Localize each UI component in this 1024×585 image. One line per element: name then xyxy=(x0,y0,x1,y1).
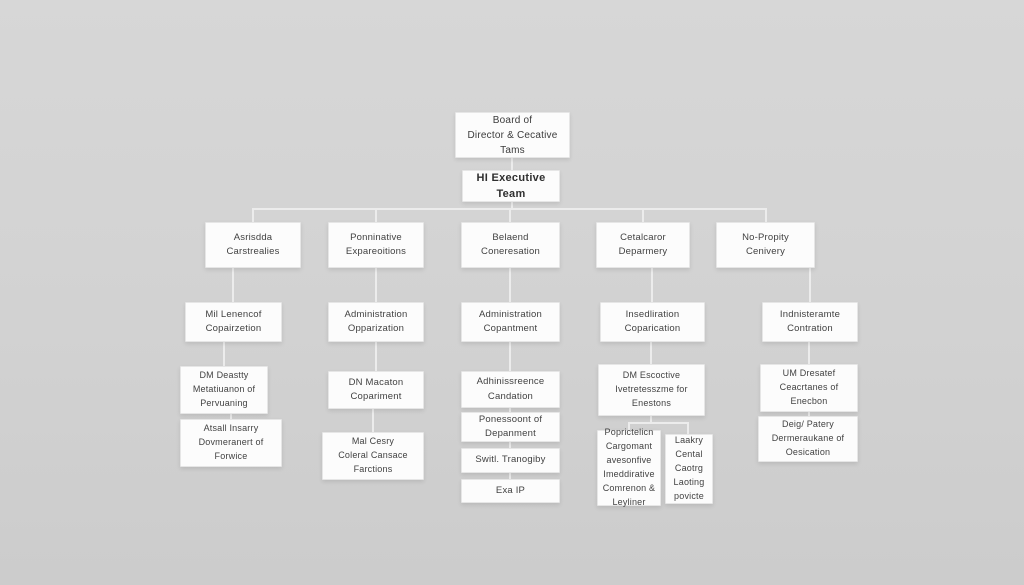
org-node-row3-4: Cetalcaror Deparmery xyxy=(596,222,690,268)
org-node-row3-3: Belaend Coneresation xyxy=(461,222,560,268)
connector-line xyxy=(252,208,254,222)
org-node-label: DM Deastty Metatiuanon of Pervuaning xyxy=(192,370,256,408)
org-node-label: Exa IP xyxy=(495,484,526,496)
connector-line xyxy=(687,422,689,434)
connector-line xyxy=(809,268,811,302)
org-node-label: Mil Lenencof Copairzetion xyxy=(205,308,262,334)
org-node-label: Insedliration Coparication xyxy=(624,308,681,334)
connector-line xyxy=(509,473,511,479)
org-node-label: Adhinissreence Candation xyxy=(476,376,545,402)
connector-line xyxy=(650,416,652,423)
connector-line xyxy=(509,342,511,371)
connector-line xyxy=(375,208,377,222)
connector-line xyxy=(628,422,689,424)
connector-line xyxy=(628,422,630,430)
org-node-label: No-Propity Cenivery xyxy=(742,231,789,257)
org-node-row5-5: UM Dresatef Ceacrtanes of Enecbon xyxy=(760,364,858,412)
connector-line xyxy=(372,409,374,432)
org-node-row4-5: Indnisteramte Contration xyxy=(762,302,858,342)
org-node-row4-1: Mil Lenencof Copairzetion xyxy=(185,302,282,342)
connector-line xyxy=(650,342,652,364)
connector-line xyxy=(511,202,513,210)
org-node-row7-2: Exa IP xyxy=(461,479,560,503)
org-node-executive-team: HI Executive Team xyxy=(462,170,560,202)
org-node-row6-6: Deig/ Patery Dermeraukane of Oesication xyxy=(758,416,858,462)
org-node-row5-3: Adhinissreence Candation xyxy=(461,371,560,408)
org-node-row4-2: Administration Opparization xyxy=(328,302,424,342)
connector-line xyxy=(642,208,644,222)
connector-line xyxy=(223,342,225,366)
org-node-label: Cetalcaror Deparmery xyxy=(618,231,668,257)
connector-line xyxy=(509,442,511,448)
org-node-label: Mal Cesry Coleral Cansace Farctions xyxy=(338,436,408,474)
org-node-row4-3: Administration Copantment xyxy=(461,302,560,342)
org-node-label: Board of Director & Cecative Tams xyxy=(467,114,558,156)
org-node-label: UM Dresatef Ceacrtanes of Enecbon xyxy=(779,368,839,406)
org-node-row6-1: Atsall Insarry Dovmeranert of Forwice xyxy=(180,419,282,467)
connector-line xyxy=(509,408,511,412)
org-node-row6-3: Ponessoont of Depanment xyxy=(461,412,560,442)
org-node-label: Ponessoont of Depanment xyxy=(478,413,543,439)
org-node-row3-5: No-Propity Cenivery xyxy=(716,222,815,268)
connector-line xyxy=(808,412,810,416)
org-node-row5-2: DN Macaton Copariment xyxy=(328,371,424,409)
org-node-label: Deig/ Patery Dermeraukane of Oesication xyxy=(771,419,845,457)
org-node-label: DM Escoctive Ivetretesszme for Enestons xyxy=(615,370,688,408)
connector-line xyxy=(509,208,511,222)
org-node-label: Asrisdda Carstrealies xyxy=(226,231,280,257)
connector-line xyxy=(230,414,232,419)
org-node-row5-4: DM Escoctive Ivetretesszme for Enestons xyxy=(598,364,705,416)
connector-line xyxy=(509,268,511,302)
org-node-row3-2: Ponninative Expareoitions xyxy=(328,222,424,268)
org-node-label: Atsall Insarry Dovmeranert of Forwice xyxy=(198,423,264,461)
connector-line xyxy=(232,268,234,302)
connector-line xyxy=(375,268,377,302)
org-node-row6-2: Mal Cesry Coleral Cansace Farctions xyxy=(322,432,424,480)
connector-line xyxy=(511,157,513,171)
org-node-label: Poprictelicn Cargomant avesonfive Imeddi… xyxy=(602,427,656,507)
connector-line xyxy=(765,208,767,222)
org-node-label: Belaend Coneresation xyxy=(481,231,540,257)
org-node-label: Switl. Tranogiby xyxy=(475,454,546,466)
org-node-label: Indnisteramte Contration xyxy=(779,308,841,334)
org-node-row4-4: Insedliration Coparication xyxy=(600,302,705,342)
connector-line xyxy=(808,342,810,364)
org-node-label: Administration Copantment xyxy=(479,308,542,334)
org-node-board: Board of Director & Cecative Tams xyxy=(455,112,570,158)
org-node-label: Administration Opparization xyxy=(344,308,408,334)
org-node-row3-1: Asrisdda Carstrealies xyxy=(205,222,301,268)
org-node-row7-1: Switl. Tranogiby xyxy=(461,448,560,473)
org-node-label: DN Macaton Copariment xyxy=(348,376,404,402)
org-node-row6-4: Poprictelicn Cargomant avesonfive Imeddi… xyxy=(597,427,661,507)
org-node-label: HI Executive Team xyxy=(476,171,546,201)
org-node-row6-5: Laakry Cental Caotrg Laoting povicte xyxy=(665,434,713,504)
org-node-label: Ponninative Expareoitions xyxy=(345,231,407,257)
org-node-label: Laakry Cental Caotrg Laoting povicte xyxy=(673,435,705,501)
connector-line xyxy=(375,342,377,371)
org-node-row5-1: DM Deastty Metatiuanon of Pervuaning xyxy=(180,366,268,414)
connector-line xyxy=(651,268,653,302)
